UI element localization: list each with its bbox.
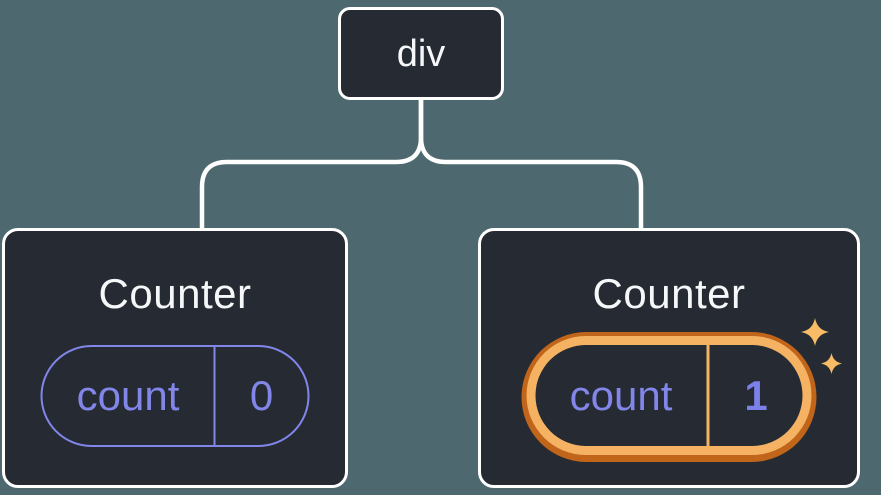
counter-right-title: Counter [592, 270, 746, 317]
state-value-left: 0 [249, 372, 274, 419]
state-label-right: count [536, 345, 710, 446]
state-value-right: 1 [744, 371, 768, 419]
counter-node-right: Counter count 1 [478, 228, 860, 488]
connector-left-branch [199, 98, 424, 232]
state-pill-left: count 0 [40, 345, 310, 447]
counter-left-title: Counter [98, 270, 252, 317]
counter-node-left: Counter count 0 [2, 228, 348, 488]
sparkle-small-icon [821, 353, 842, 374]
connector-right-branch [418, 98, 644, 232]
state-pill-gold-ring: count 1 [526, 336, 812, 455]
state-pill-right: count 1 [535, 345, 803, 446]
root-node-div: div [338, 7, 504, 100]
state-pill-highlight-ring: count 1 [521, 332, 817, 462]
root-node-label: div [396, 32, 446, 75]
state-label-left: count [43, 347, 216, 445]
sparkles-icon [801, 318, 842, 374]
sparkle-large-icon [801, 318, 829, 346]
